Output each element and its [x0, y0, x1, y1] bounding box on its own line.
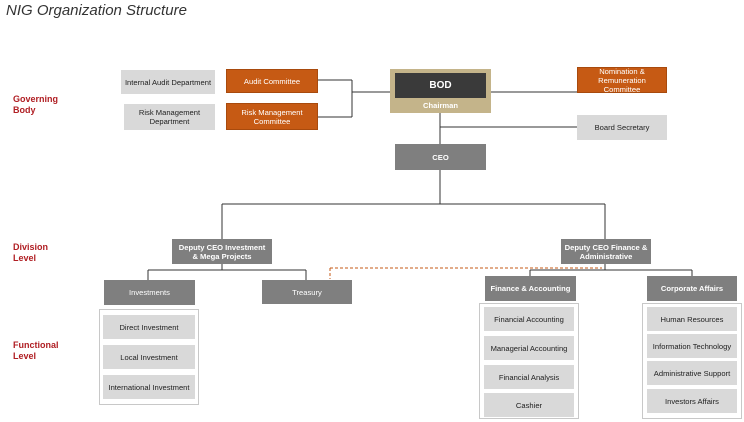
- chairman-label: Chairman: [422, 101, 459, 110]
- level-functional: Functional Level: [13, 340, 59, 361]
- deputy-ceo-finance: Deputy CEO Finance & Administrative: [561, 239, 651, 264]
- list-item-local-investment: Local Investment: [103, 345, 195, 369]
- list-item-investors-affairs: Investors Affairs: [647, 389, 737, 413]
- ceo-box: CEO: [395, 144, 486, 170]
- deputy-ceo-investment: Deputy CEO Investment & Mega Projects: [172, 239, 272, 264]
- level-governing: Governing Body: [13, 94, 59, 115]
- bod-label: BOD: [395, 73, 486, 98]
- internal-audit-department: Internal Audit Department: [121, 70, 215, 94]
- board-secretary: Board Secretary: [577, 115, 667, 140]
- list-item-administrative-support: Administrative Support: [647, 361, 737, 385]
- list-item-financial-accounting: Financial Accounting: [484, 307, 574, 331]
- list-item-financial-analysis: Financial Analysis: [484, 365, 574, 389]
- list-item-direct-investment: Direct Investment: [103, 315, 195, 339]
- investments-group: Direct Investment Local Investment Inter…: [99, 309, 199, 405]
- nomination-remuneration-committee: Nomination & Remuneration Committee: [577, 67, 667, 94]
- treasury-box: Treasury: [262, 280, 352, 304]
- finance-group: Financial Accounting Managerial Accounti…: [479, 303, 579, 419]
- risk-management-committee: Risk Management Committee: [226, 103, 318, 130]
- finance-accounting-box: Finance & Accounting: [485, 276, 576, 301]
- list-item-information-technology: Information Technology: [647, 334, 737, 358]
- list-item-human-resources: Human Resources: [647, 307, 737, 331]
- page-title: NIG Organization Structure: [6, 2, 187, 19]
- list-item-cashier: Cashier: [484, 393, 574, 417]
- list-item-managerial-accounting: Managerial Accounting: [484, 336, 574, 360]
- audit-committee: Audit Committee: [226, 69, 318, 93]
- investments-box: Investments: [104, 280, 195, 305]
- corporate-affairs-box: Corporate Affairs: [647, 276, 737, 301]
- list-item-international-investment: International Investment: [103, 375, 195, 399]
- risk-management-department: Risk Management Department: [124, 104, 215, 130]
- level-division: Division Level: [13, 242, 49, 263]
- corporate-group: Human Resources Information Technology A…: [642, 303, 742, 419]
- bod-box: BOD Chairman: [390, 69, 491, 113]
